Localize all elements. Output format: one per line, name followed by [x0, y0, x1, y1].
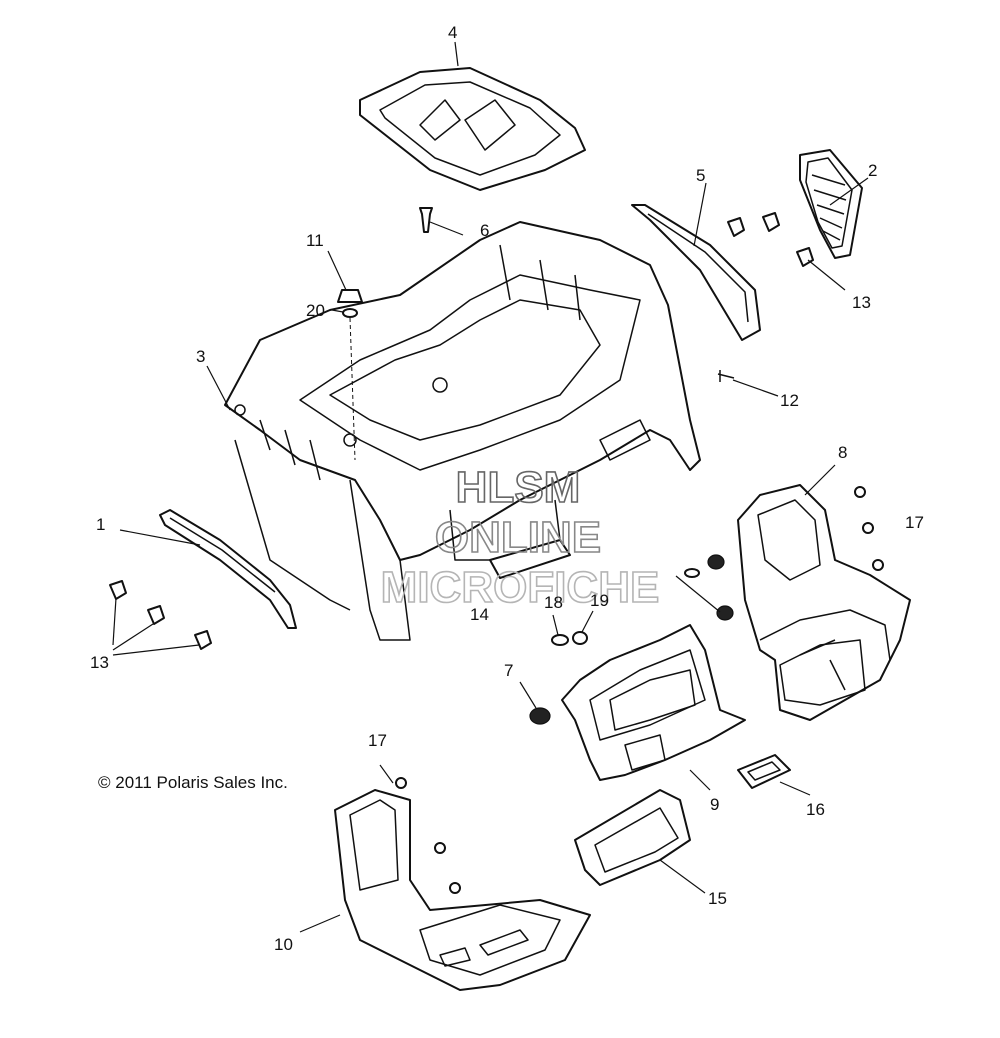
callout-12: 12 — [780, 391, 799, 410]
fasteners — [109, 207, 884, 894]
part-14-strip — [489, 539, 571, 579]
part-9-bin — [561, 624, 746, 781]
callout-13-left: 13 — [90, 653, 109, 672]
part-10-tray — [334, 789, 591, 991]
part-15-lid — [574, 789, 691, 886]
bolts-17-right — [854, 486, 884, 571]
grommets-7 — [529, 554, 734, 725]
part-5-trim — [631, 204, 761, 341]
bolts-17-left — [395, 777, 461, 894]
nut-19 — [572, 631, 588, 645]
callout-16: 16 — [806, 800, 825, 819]
callout-3: 3 — [196, 347, 205, 366]
callout-18: 18 — [544, 593, 563, 612]
grommet-11 — [337, 289, 363, 303]
callout-20: 20 — [306, 301, 325, 320]
push-rivets-13-right — [727, 212, 814, 267]
part-16-latch — [737, 754, 791, 789]
watermark-line3: MICROFICHE — [381, 563, 660, 612]
callout-15: 15 — [708, 889, 727, 908]
callout-13-right: 13 — [852, 293, 871, 312]
copyright-text: © 2011 Polaris Sales Inc. — [98, 773, 288, 792]
callout-19: 19 — [590, 591, 609, 610]
callout-9: 9 — [710, 795, 719, 814]
callout-4: 4 — [448, 23, 457, 42]
pin-6 — [419, 207, 433, 233]
callouts: 4 2 5 6 11 20 13 3 12 8 17 1 18 19 14 13… — [90, 23, 924, 954]
part-8-tray — [737, 484, 911, 721]
part-3-rear-box — [224, 221, 701, 641]
watermark-line2: ONLINE — [435, 513, 601, 562]
callout-8: 8 — [838, 443, 847, 462]
callout-14: 14 — [470, 605, 489, 624]
callout-10: 10 — [274, 935, 293, 954]
callout-5: 5 — [696, 166, 705, 185]
callout-1: 1 — [96, 515, 105, 534]
washer-20 — [342, 308, 358, 318]
callout-17-left: 17 — [368, 731, 387, 750]
washer-18b — [684, 568, 700, 578]
callout-2: 2 — [868, 161, 877, 180]
watermark: HLSM ONLINE MICROFICHE — [380, 462, 660, 613]
callout-17-right: 17 — [905, 513, 924, 532]
washer-18 — [551, 634, 569, 646]
watermark-line1: HLSM — [456, 463, 581, 512]
part-1-rail — [159, 509, 297, 629]
push-rivets-13-left — [109, 580, 212, 650]
callout-11: 11 — [306, 231, 324, 250]
callout-7: 7 — [504, 661, 513, 680]
screw-12 — [717, 370, 735, 382]
leader-lines — [112, 41, 869, 933]
part-4-cover — [359, 67, 586, 191]
callout-6: 6 — [480, 221, 489, 240]
